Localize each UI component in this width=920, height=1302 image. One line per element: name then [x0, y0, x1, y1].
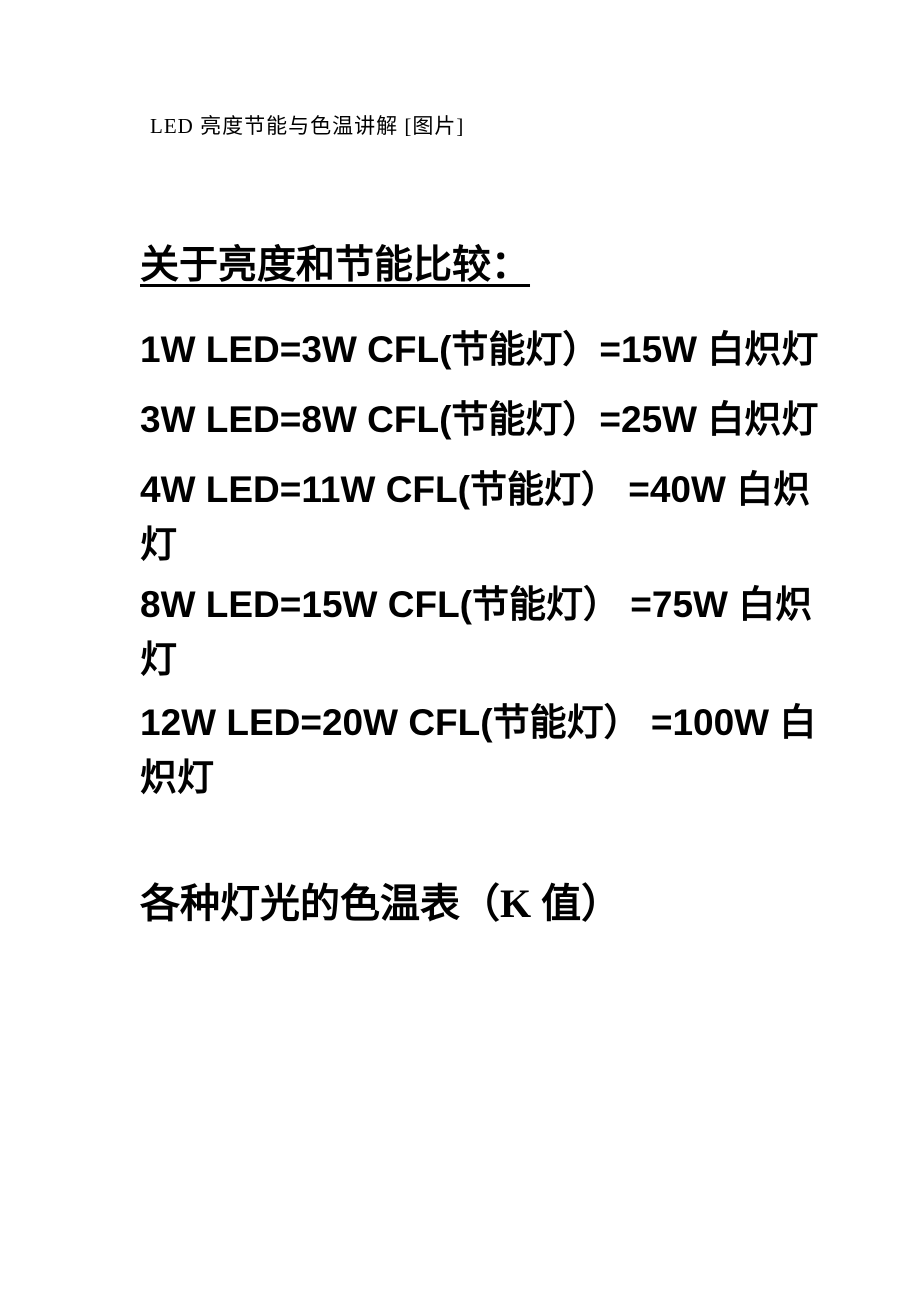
- comparison-line-1w: 1W LED=3W CFL(节能灯）=15W 白炽灯: [140, 329, 819, 370]
- document-title: LED 亮度节能与色温讲解 [图片]: [150, 114, 465, 138]
- comparison-line-8w: 8W LED=15W CFL(节能灯） =75W 白炽灯: [140, 584, 813, 680]
- section-heading-color-temperature: 各种灯光的色温表（K 值）: [140, 881, 622, 926]
- section-heading-brightness-comparison: 关于亮度和节能比较：: [140, 244, 531, 287]
- comparison-line-12w: 12W LED=20W CFL(节能灯） =100W 白炽灯: [140, 702, 817, 798]
- comparison-line-3w: 3W LED=8W CFL(节能灯）=25W 白炽灯: [140, 399, 819, 440]
- comparison-line-4w: 4W LED=11W CFL(节能灯） =40W 白炽灯: [140, 469, 811, 565]
